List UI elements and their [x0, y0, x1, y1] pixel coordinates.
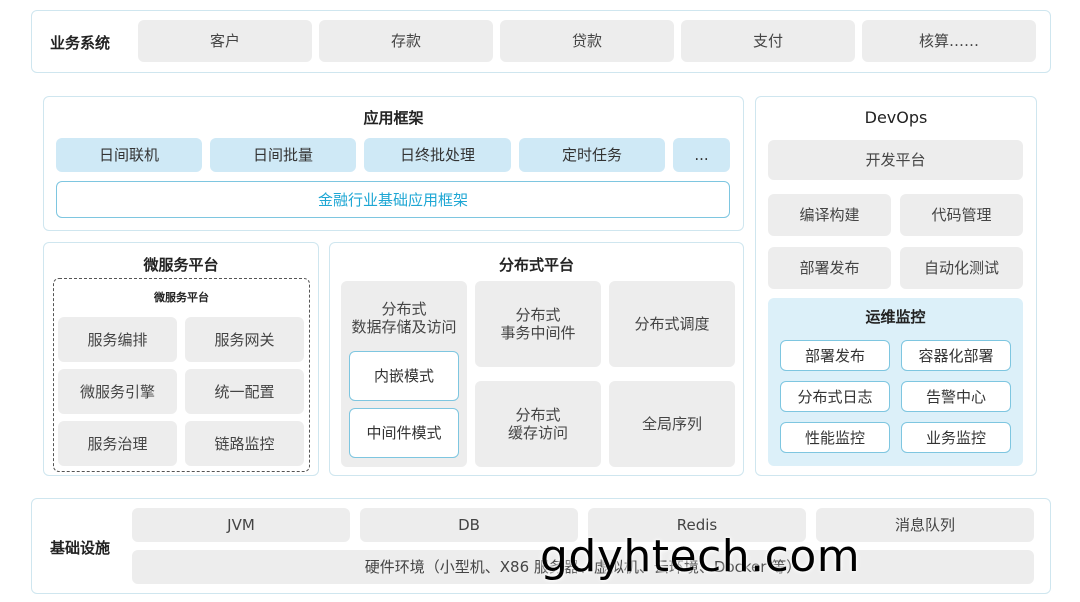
devops-title: DevOps [864, 108, 928, 127]
infra-item-jvm: JVM [132, 508, 350, 542]
microservice-inner-title: 微服务平台 [154, 291, 209, 304]
storage-mode-middleware: 中间件模式 [349, 408, 459, 458]
app-framework-item-eod: 日终批处理 [364, 138, 511, 172]
microservice-item-orchestration: 服务编排 [58, 317, 177, 362]
storage-mode-embedded: 内嵌模式 [349, 351, 459, 401]
infra-item-redis: Redis [588, 508, 806, 542]
distributed-transaction: 分布式 事务中间件 [475, 281, 601, 367]
devops-item-build: 编译构建 [768, 194, 891, 236]
business-item-accounting: 核算…… [862, 20, 1036, 62]
distributed-storage-title: 分布式 数据存储及访问 [351, 300, 457, 336]
financial-framework-banner: 金融行业基础应用框架 [56, 181, 730, 218]
app-framework-title: 应用框架 [363, 109, 424, 127]
global-sequence: 全局序列 [609, 381, 735, 467]
watermark-text: gdyhtech.com [540, 531, 861, 582]
microservice-title: 微服务平台 [143, 256, 219, 274]
microservice-item-governance: 服务治理 [58, 421, 177, 466]
microservice-item-tracing: 链路监控 [185, 421, 304, 466]
ops-monitoring-title: 运维监控 [865, 308, 926, 326]
app-framework-item-more: ... [673, 138, 730, 172]
ops-item-alert-center: 告警中心 [901, 381, 1011, 412]
app-framework-item-batch: 日间批量 [210, 138, 356, 172]
devops-item-auto-test: 自动化测试 [900, 247, 1023, 289]
microservice-item-gateway: 服务网关 [185, 317, 304, 362]
infrastructure-label: 基础设施 [50, 539, 111, 557]
ops-item-container-deploy: 容器化部署 [901, 340, 1011, 371]
microservice-item-config: 统一配置 [185, 369, 304, 414]
distributed-cache: 分布式 缓存访问 [475, 381, 601, 467]
app-framework-item-online: 日间联机 [56, 138, 202, 172]
infra-item-mq: 消息队列 [816, 508, 1034, 542]
devops-item-code-management: 代码管理 [900, 194, 1023, 236]
ops-item-deploy: 部署发布 [780, 340, 890, 371]
app-framework-item-scheduled: 定时任务 [519, 138, 665, 172]
business-item-deposit: 存款 [319, 20, 493, 62]
ops-item-performance: 性能监控 [780, 422, 890, 453]
business-item-customer: 客户 [138, 20, 312, 62]
ops-item-distributed-log: 分布式日志 [780, 381, 890, 412]
business-systems-label: 业务系统 [50, 34, 111, 52]
hardware-environment: 硬件环境（小型机、X86 服务器、虚拟机、云环境、Docker 等） [132, 550, 1034, 584]
infra-item-db: DB [360, 508, 578, 542]
devops-item-deploy: 部署发布 [768, 247, 891, 289]
business-item-loan: 贷款 [500, 20, 674, 62]
business-item-payment: 支付 [681, 20, 855, 62]
dev-platform: 开发平台 [768, 140, 1023, 180]
ops-item-business-monitor: 业务监控 [901, 422, 1011, 453]
distributed-title: 分布式平台 [498, 256, 574, 274]
distributed-scheduling: 分布式调度 [609, 281, 735, 367]
microservice-item-engine: 微服务引擎 [58, 369, 177, 414]
